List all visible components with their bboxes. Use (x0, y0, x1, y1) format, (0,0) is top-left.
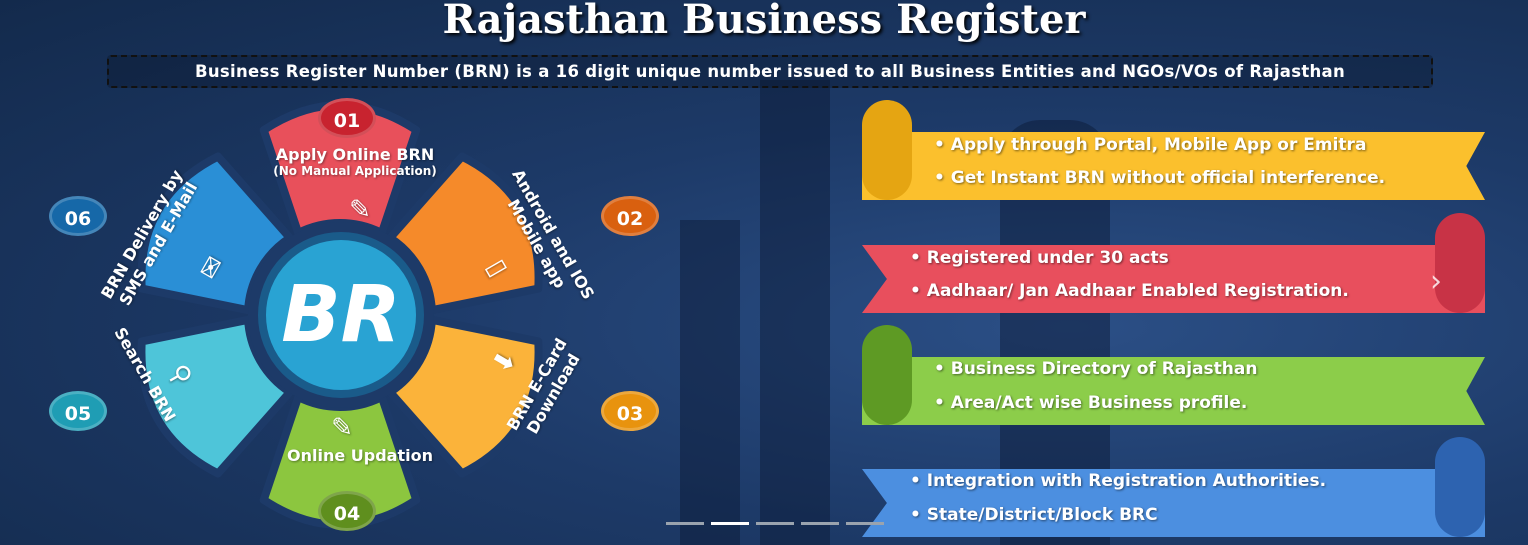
ribbon-roll (1435, 213, 1485, 313)
feature-ribbon: • Integration with Registration Authorit… (862, 437, 1485, 537)
ribbon-text: • Business Directory of Rajasthan (934, 359, 1258, 379)
step-badge: 06 (49, 196, 107, 236)
ribbon-band (862, 469, 1485, 537)
petal-05[interactable] (137, 315, 294, 478)
update-icon: ✎ (331, 413, 353, 443)
ribbon-band (862, 357, 1485, 425)
ribbon-band (862, 132, 1485, 200)
skyline-tower (760, 80, 830, 545)
carousel-indicator[interactable] (756, 522, 794, 525)
ribbon-text: • Aadhaar/ Jan Aadhaar Enabled Registrat… (910, 281, 1349, 301)
step-badge: 02 (601, 196, 659, 236)
carousel-next-button[interactable]: › (1430, 264, 1442, 299)
ribbon-text: • Registered under 30 acts (910, 248, 1169, 268)
petal-title: Online Updation (287, 446, 433, 465)
form-edit-icon: ✎ (349, 195, 371, 225)
page-title: Rajasthan Business Register (442, 0, 1086, 43)
petal-01[interactable] (259, 101, 421, 238)
service-flower (137, 101, 543, 529)
step-badge: 04 (318, 491, 376, 531)
ribbon-roll (1435, 437, 1485, 537)
ribbon-roll (862, 325, 912, 425)
carousel-indicator[interactable] (801, 522, 839, 525)
carousel-indicator[interactable] (666, 522, 704, 525)
petal-02[interactable] (386, 152, 543, 315)
petal-subtitle: (No Manual Application) (273, 164, 437, 178)
ribbon-text: • Integration with Registration Authorit… (910, 471, 1327, 491)
ribbon-text: • Apply through Portal, Mobile App or Em… (934, 135, 1367, 155)
petal-title: Apply Online BRN (275, 145, 435, 164)
step-badge: 05 (49, 391, 107, 431)
ribbon-roll (862, 100, 912, 200)
skyline-tower (680, 220, 740, 545)
ribbon-text: • State/District/Block BRC (910, 505, 1158, 525)
feature-ribbon: • Apply through Portal, Mobile App or Em… (862, 100, 1485, 200)
petal-label: Online Updation (250, 446, 470, 465)
petal-06[interactable] (137, 152, 294, 315)
ribbon-band (862, 245, 1485, 313)
carousel-indicator[interactable] (846, 522, 884, 525)
br-logo: BR (258, 232, 424, 398)
petal-03[interactable] (386, 315, 543, 478)
step-badge: 01 (318, 98, 376, 138)
petal-04[interactable] (259, 392, 421, 529)
petal-label: Apply Online BRN(No Manual Application) (245, 145, 465, 178)
brn-description: Business Register Number (BRN) is a 16 d… (107, 55, 1433, 88)
ribbon-text: • Get Instant BRN without official inter… (934, 168, 1386, 188)
feature-ribbon: • Registered under 30 acts • Aadhaar/ Jan… (862, 213, 1485, 313)
step-badge: 03 (601, 391, 659, 431)
ribbon-text: • Area/Act wise Business profile. (934, 393, 1248, 413)
carousel-indicator[interactable] (711, 522, 749, 525)
feature-ribbon: • Business Directory of Rajasthan • Area/… (862, 325, 1485, 425)
